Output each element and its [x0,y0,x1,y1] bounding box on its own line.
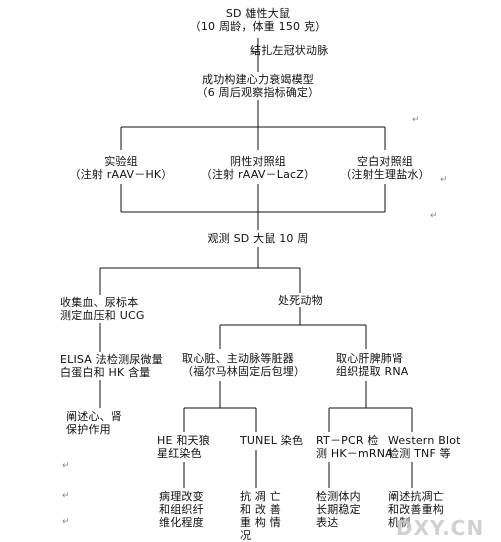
node-rat: SD 雄性大鼠（10 周龄，体重 150 克） [189,7,327,33]
node-rna-extraction: 取心肝脾肺肾组织提取 RNA [336,352,409,378]
paragraph-mark: ↵ [440,175,448,185]
paragraph-mark: ↵ [412,115,420,125]
node-collect-samples: 收集血、尿标本测定血压和 UCG [60,296,145,322]
node-sacrifice: 处死动物 [278,294,323,307]
watermark-logo: DXY.CN [396,516,485,540]
node-he-staining: HE 和天狼星红染色 [157,434,210,460]
paragraph-mark: ↵ [62,461,70,471]
paragraph-mark: ↵ [430,211,438,221]
node-tunel: TUNEL 染色 [240,434,304,447]
node-blank-control-group: 空白对照组（注射生理盐水） [340,155,430,181]
node-negative-control-group: 阴性对照组（注射 rAAV－LacZ） [200,155,316,181]
node-elisa: ELISA 法检测尿微量白蛋白和 HK 含量 [60,353,163,379]
node-mechanism: 阐述抗凋亡和改善重构机制 [388,490,444,529]
paragraph-mark: ↵ [62,491,70,501]
node-organs: 取心脏、主动脉等脏器（福尔马林固定后包埋） [182,352,306,378]
node-stable-expression: 检测体内长期稳定表达 [316,490,361,529]
paragraph-mark: ↵ [62,517,70,527]
node-ligation: 结扎左冠状动脉 [250,44,329,57]
node-anti-apoptosis: 抗 凋 亡和 改 善重 构 情况 [240,490,281,542]
node-pathology: 病理改变和组织纤维化程度 [159,490,204,529]
node-rt-pcr: RT－PCR 检测 HK－mRNA [316,434,393,460]
node-model: 成功构建心力衰竭模型（6 周后观察指标确定） [196,73,320,99]
node-observe: 观测 SD 大鼠 10 周 [207,232,309,245]
node-protection: 阐述心、肾保护作用 [66,410,122,436]
node-experimental-group: 实验组（注射 rAAV－HK） [69,155,173,181]
